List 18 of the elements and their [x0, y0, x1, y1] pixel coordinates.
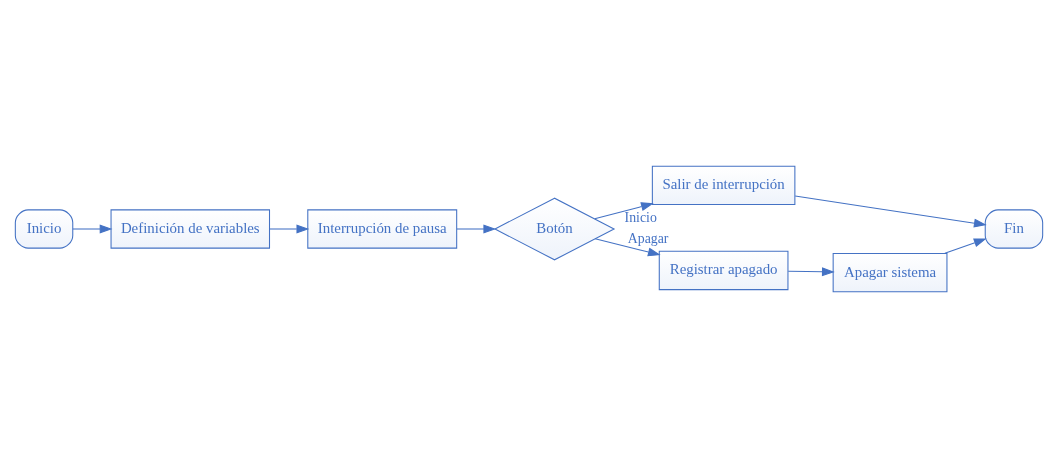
arrow	[594, 202, 654, 220]
node-box: Registrar apagado	[658, 250, 789, 291]
arrow	[787, 267, 835, 277]
arrow	[794, 195, 987, 228]
node-box: Apagar sistema	[832, 252, 948, 293]
arrow	[944, 238, 987, 254]
arrow	[72, 224, 113, 234]
edge-label: Apagar	[627, 230, 669, 246]
arrow	[456, 224, 497, 234]
arrow	[594, 238, 661, 257]
node-box: Definición de variables	[110, 209, 271, 249]
arrow	[269, 224, 310, 234]
node-box: Salir de interrupción	[651, 165, 796, 206]
node-box: Interrupción de pausa	[307, 209, 458, 249]
node-box: Inicio	[14, 209, 74, 249]
node-diamond: Botón	[493, 197, 616, 261]
edge-label: Inicio	[624, 210, 657, 226]
node-box: Fin	[984, 209, 1044, 249]
